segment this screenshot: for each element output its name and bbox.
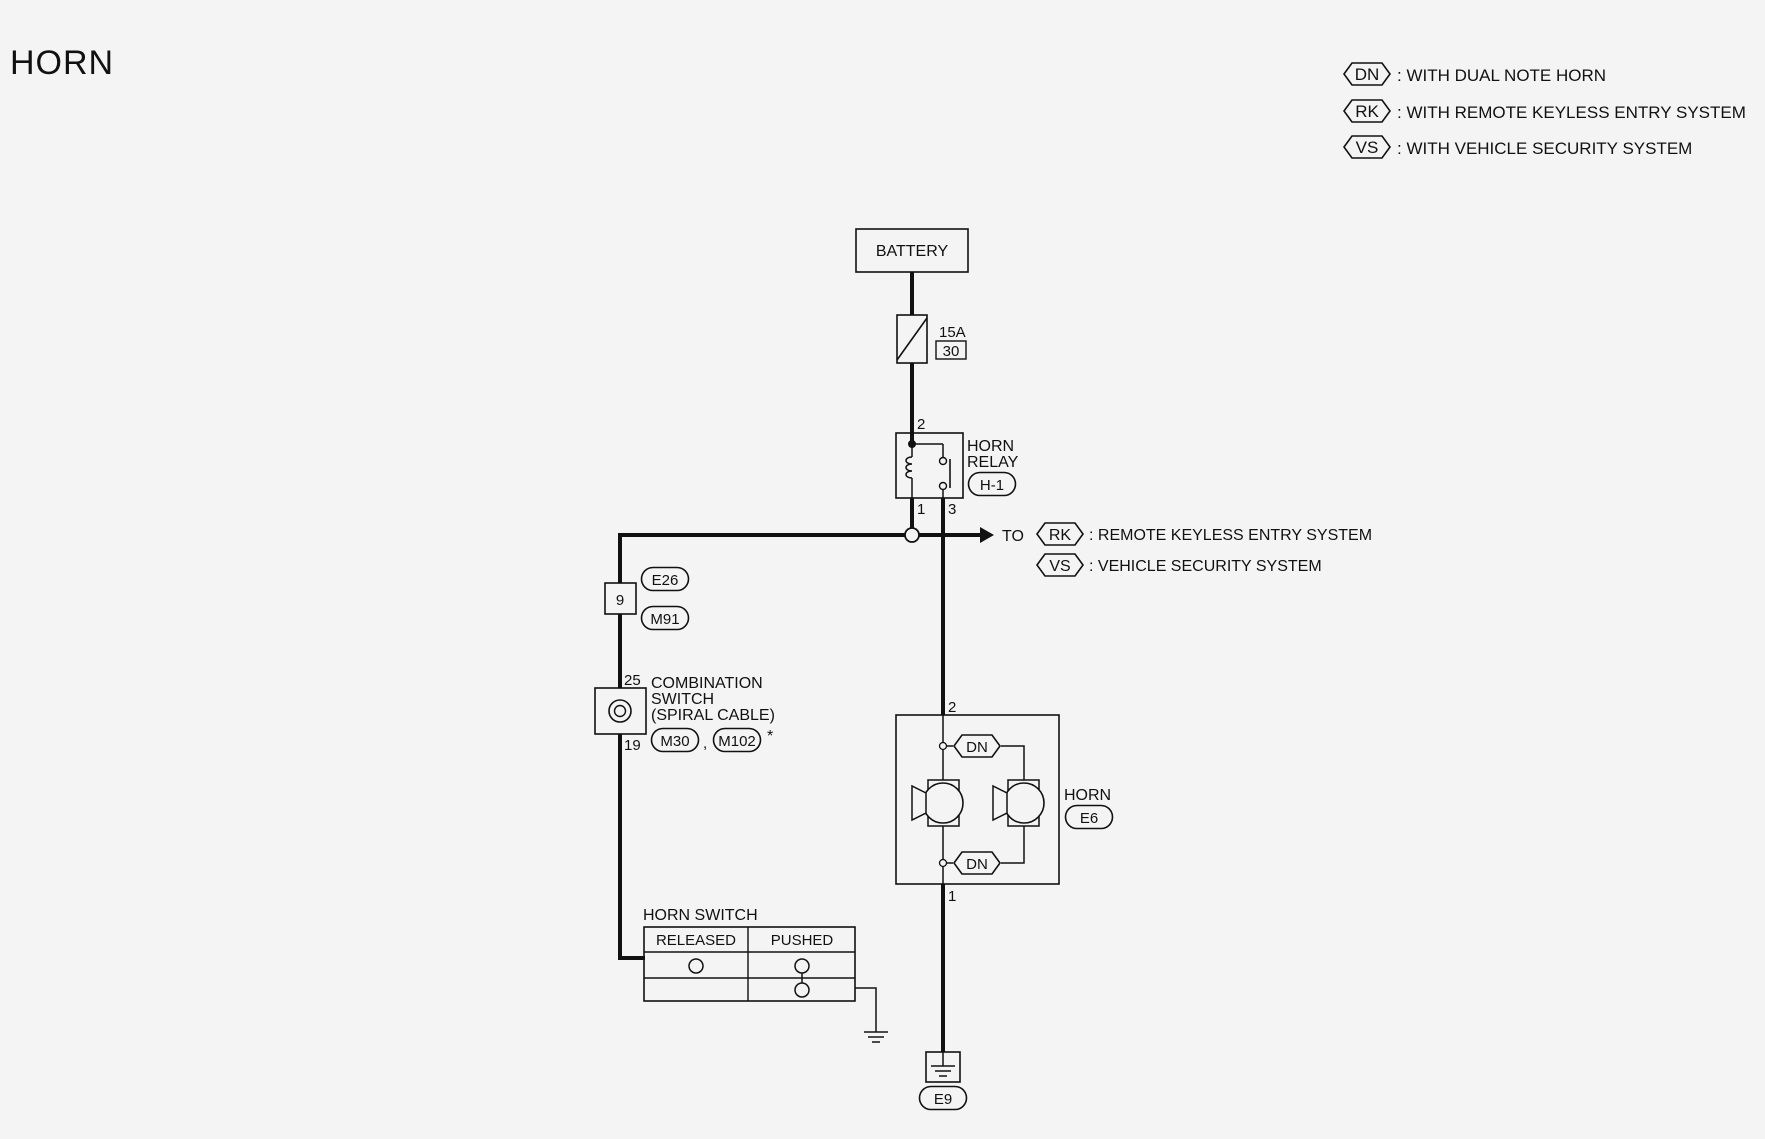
comb-label-2: SWITCH bbox=[651, 691, 714, 708]
battery-label: BATTERY bbox=[876, 243, 949, 260]
to-destinations: TO RK : REMOTE KEYLESS ENTRY SYSTEM VS :… bbox=[1002, 522, 1372, 577]
relay-contact-top bbox=[938, 456, 948, 466]
to-code-vs: VS bbox=[1049, 558, 1070, 575]
page-title: HORN bbox=[10, 44, 115, 82]
comb-switch-box bbox=[594, 687, 647, 735]
horn-right-speaker bbox=[1003, 782, 1045, 824]
legend-text-rk: : WITH REMOTE KEYLESS ENTRY SYSTEM bbox=[1397, 103, 1746, 122]
relay-pin-1: 1 bbox=[917, 501, 925, 518]
legend-item-rk: RK : WITH REMOTE KEYLESS ENTRY SYSTEM bbox=[1343, 99, 1746, 123]
horn-switch-pushed: PUSHED bbox=[771, 932, 834, 949]
pushed-contact-bottom bbox=[794, 982, 810, 998]
relay-pin-3: 3 bbox=[948, 501, 956, 518]
fuse: 15A 30 bbox=[896, 314, 967, 364]
to-code-rk: RK bbox=[1049, 527, 1072, 544]
joint-connector-bottom: M91 bbox=[650, 611, 679, 628]
horn-internal-wire bbox=[1001, 745, 1025, 780]
legend-code-rk: RK bbox=[1355, 102, 1379, 121]
fuse-rating: 15A bbox=[939, 324, 966, 341]
joint-connector: 9 E26 M91 bbox=[604, 566, 690, 631]
pushed-contact-top bbox=[794, 958, 810, 974]
splice-point bbox=[904, 527, 920, 543]
fuse-number: 30 bbox=[943, 343, 960, 360]
horn-label: HORN bbox=[1064, 787, 1111, 804]
comb-label-1: COMBINATION bbox=[651, 675, 763, 692]
legend-code-dn: DN bbox=[1355, 65, 1380, 84]
to-text-rk: : REMOTE KEYLESS ENTRY SYSTEM bbox=[1089, 527, 1372, 544]
legend: DN : WITH DUAL NOTE HORN RK : WITH REMOT… bbox=[1343, 62, 1746, 159]
horn-pin-2: 2 bbox=[948, 699, 956, 716]
comb-note: * bbox=[767, 728, 773, 745]
combination-switch: 25 COMBINATION SWITCH (SPIRAL CABLE) 19 … bbox=[594, 672, 775, 754]
released-contact bbox=[688, 958, 704, 974]
joint-pin: 9 bbox=[616, 592, 624, 609]
relay-coil bbox=[905, 456, 913, 479]
legend-text-vs: : WITH VEHICLE SECURITY SYSTEM bbox=[1397, 139, 1692, 158]
spiral-cable-icon bbox=[608, 699, 632, 723]
to-label: TO bbox=[1002, 528, 1024, 545]
relay-connector: H-1 bbox=[980, 477, 1004, 494]
horn-node-top bbox=[938, 741, 948, 751]
relay-contact-bottom bbox=[938, 481, 948, 491]
relay-label-1: HORN bbox=[967, 438, 1014, 455]
horn-node-bottom bbox=[938, 858, 948, 868]
legend-item-dn: DN : WITH DUAL NOTE HORN bbox=[1343, 62, 1606, 86]
horn-dn-tag-top: DN bbox=[966, 739, 988, 756]
horn-switch-table bbox=[643, 926, 856, 1002]
horn-relay: 2 HORN RELAY H-1 1 3 bbox=[895, 416, 1019, 518]
fuse-element bbox=[896, 317, 928, 361]
horn-box bbox=[895, 714, 1060, 885]
legend-item-vs: VS : WITH VEHICLE SECURITY SYSTEM bbox=[1343, 135, 1692, 159]
horn: 2 DN DN HORN E6 1 bbox=[895, 699, 1114, 905]
horn-switch: HORN SWITCH RELEASED PUSHED bbox=[643, 907, 856, 1002]
comb-connector-b: M102 bbox=[718, 733, 756, 750]
horn-left-speaker bbox=[922, 782, 964, 824]
fuse-number-box bbox=[935, 340, 967, 360]
ground-wire bbox=[855, 987, 877, 1032]
joint-connector-top: E26 bbox=[652, 572, 679, 589]
horn-left-bell bbox=[911, 784, 927, 822]
spiral-cable-icon-inner bbox=[613, 704, 627, 718]
battery: BATTERY bbox=[855, 228, 969, 273]
horn-internal-wire bbox=[1001, 826, 1025, 864]
ground-connector: E9 bbox=[934, 1091, 952, 1108]
arrow-to bbox=[980, 527, 994, 543]
horn-switch-released: RELEASED bbox=[656, 932, 736, 949]
comb-pin-25: 25 bbox=[624, 672, 641, 689]
legend-code-vs: VS bbox=[1356, 138, 1379, 157]
relay-box bbox=[895, 432, 964, 499]
horn-right-bell bbox=[992, 784, 1008, 822]
relay-label-2: RELAY bbox=[967, 454, 1019, 471]
horn-dn-tag-bottom: DN bbox=[966, 856, 988, 873]
comb-connector-a: M30 bbox=[660, 733, 689, 750]
comb-pin-19: 19 bbox=[624, 737, 641, 754]
comb-label-3: (SPIRAL CABLE) bbox=[651, 707, 775, 724]
legend-text-dn: : WITH DUAL NOTE HORN bbox=[1397, 66, 1606, 85]
horn-connector: E6 bbox=[1080, 810, 1098, 827]
to-text-vs: : VEHICLE SECURITY SYSTEM bbox=[1089, 558, 1322, 575]
comb-separator: , bbox=[703, 735, 707, 752]
relay-pin-2: 2 bbox=[917, 416, 925, 433]
horn-switch-label: HORN SWITCH bbox=[643, 907, 758, 924]
ground-e9: E9 bbox=[918, 1051, 968, 1111]
horn-pin-1: 1 bbox=[948, 888, 956, 905]
horn-switch-ground bbox=[855, 987, 888, 1043]
